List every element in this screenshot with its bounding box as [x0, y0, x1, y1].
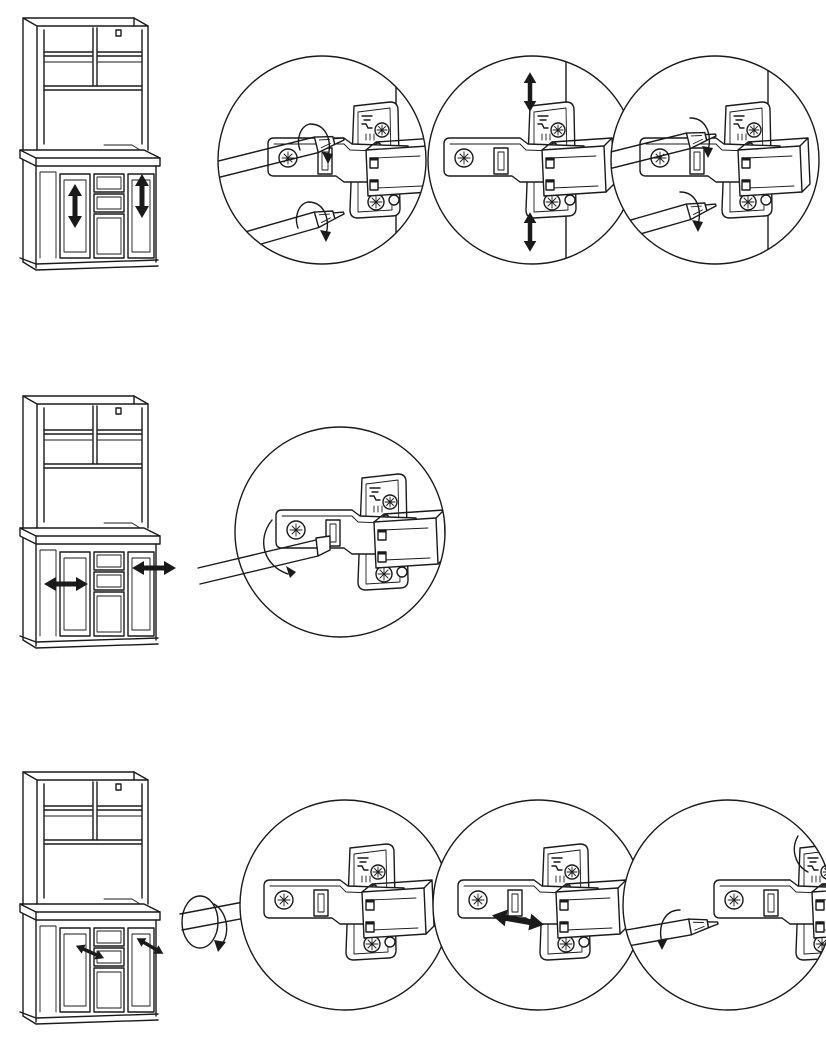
step-depth-adjustment	[19, 395, 446, 649]
rotation-arrow-icon	[263, 519, 296, 578]
hinge-detail-circle	[427, 55, 637, 265]
double-arrow-icon	[44, 577, 88, 591]
screwdriver-icon	[197, 535, 331, 585]
step-vertical-adjustment	[19, 17, 820, 271]
cabinet-icon	[19, 395, 176, 649]
hinge-detail-circle	[610, 55, 820, 265]
cabinet-icon	[19, 17, 161, 271]
hinge-detail-circle	[239, 799, 451, 1011]
rotation-arrow-icon	[181, 895, 228, 952]
hinge-detail-circle	[432, 799, 644, 1011]
hinge-detail-circle	[217, 55, 427, 265]
double-arrow-icon	[68, 184, 82, 228]
step-side-adjustment	[19, 771, 826, 1025]
double-arrow-icon	[135, 174, 149, 218]
hinge-detail-circle	[197, 426, 446, 638]
cabinet-icon	[19, 771, 166, 1025]
hinge-detail-circle	[622, 799, 826, 1011]
